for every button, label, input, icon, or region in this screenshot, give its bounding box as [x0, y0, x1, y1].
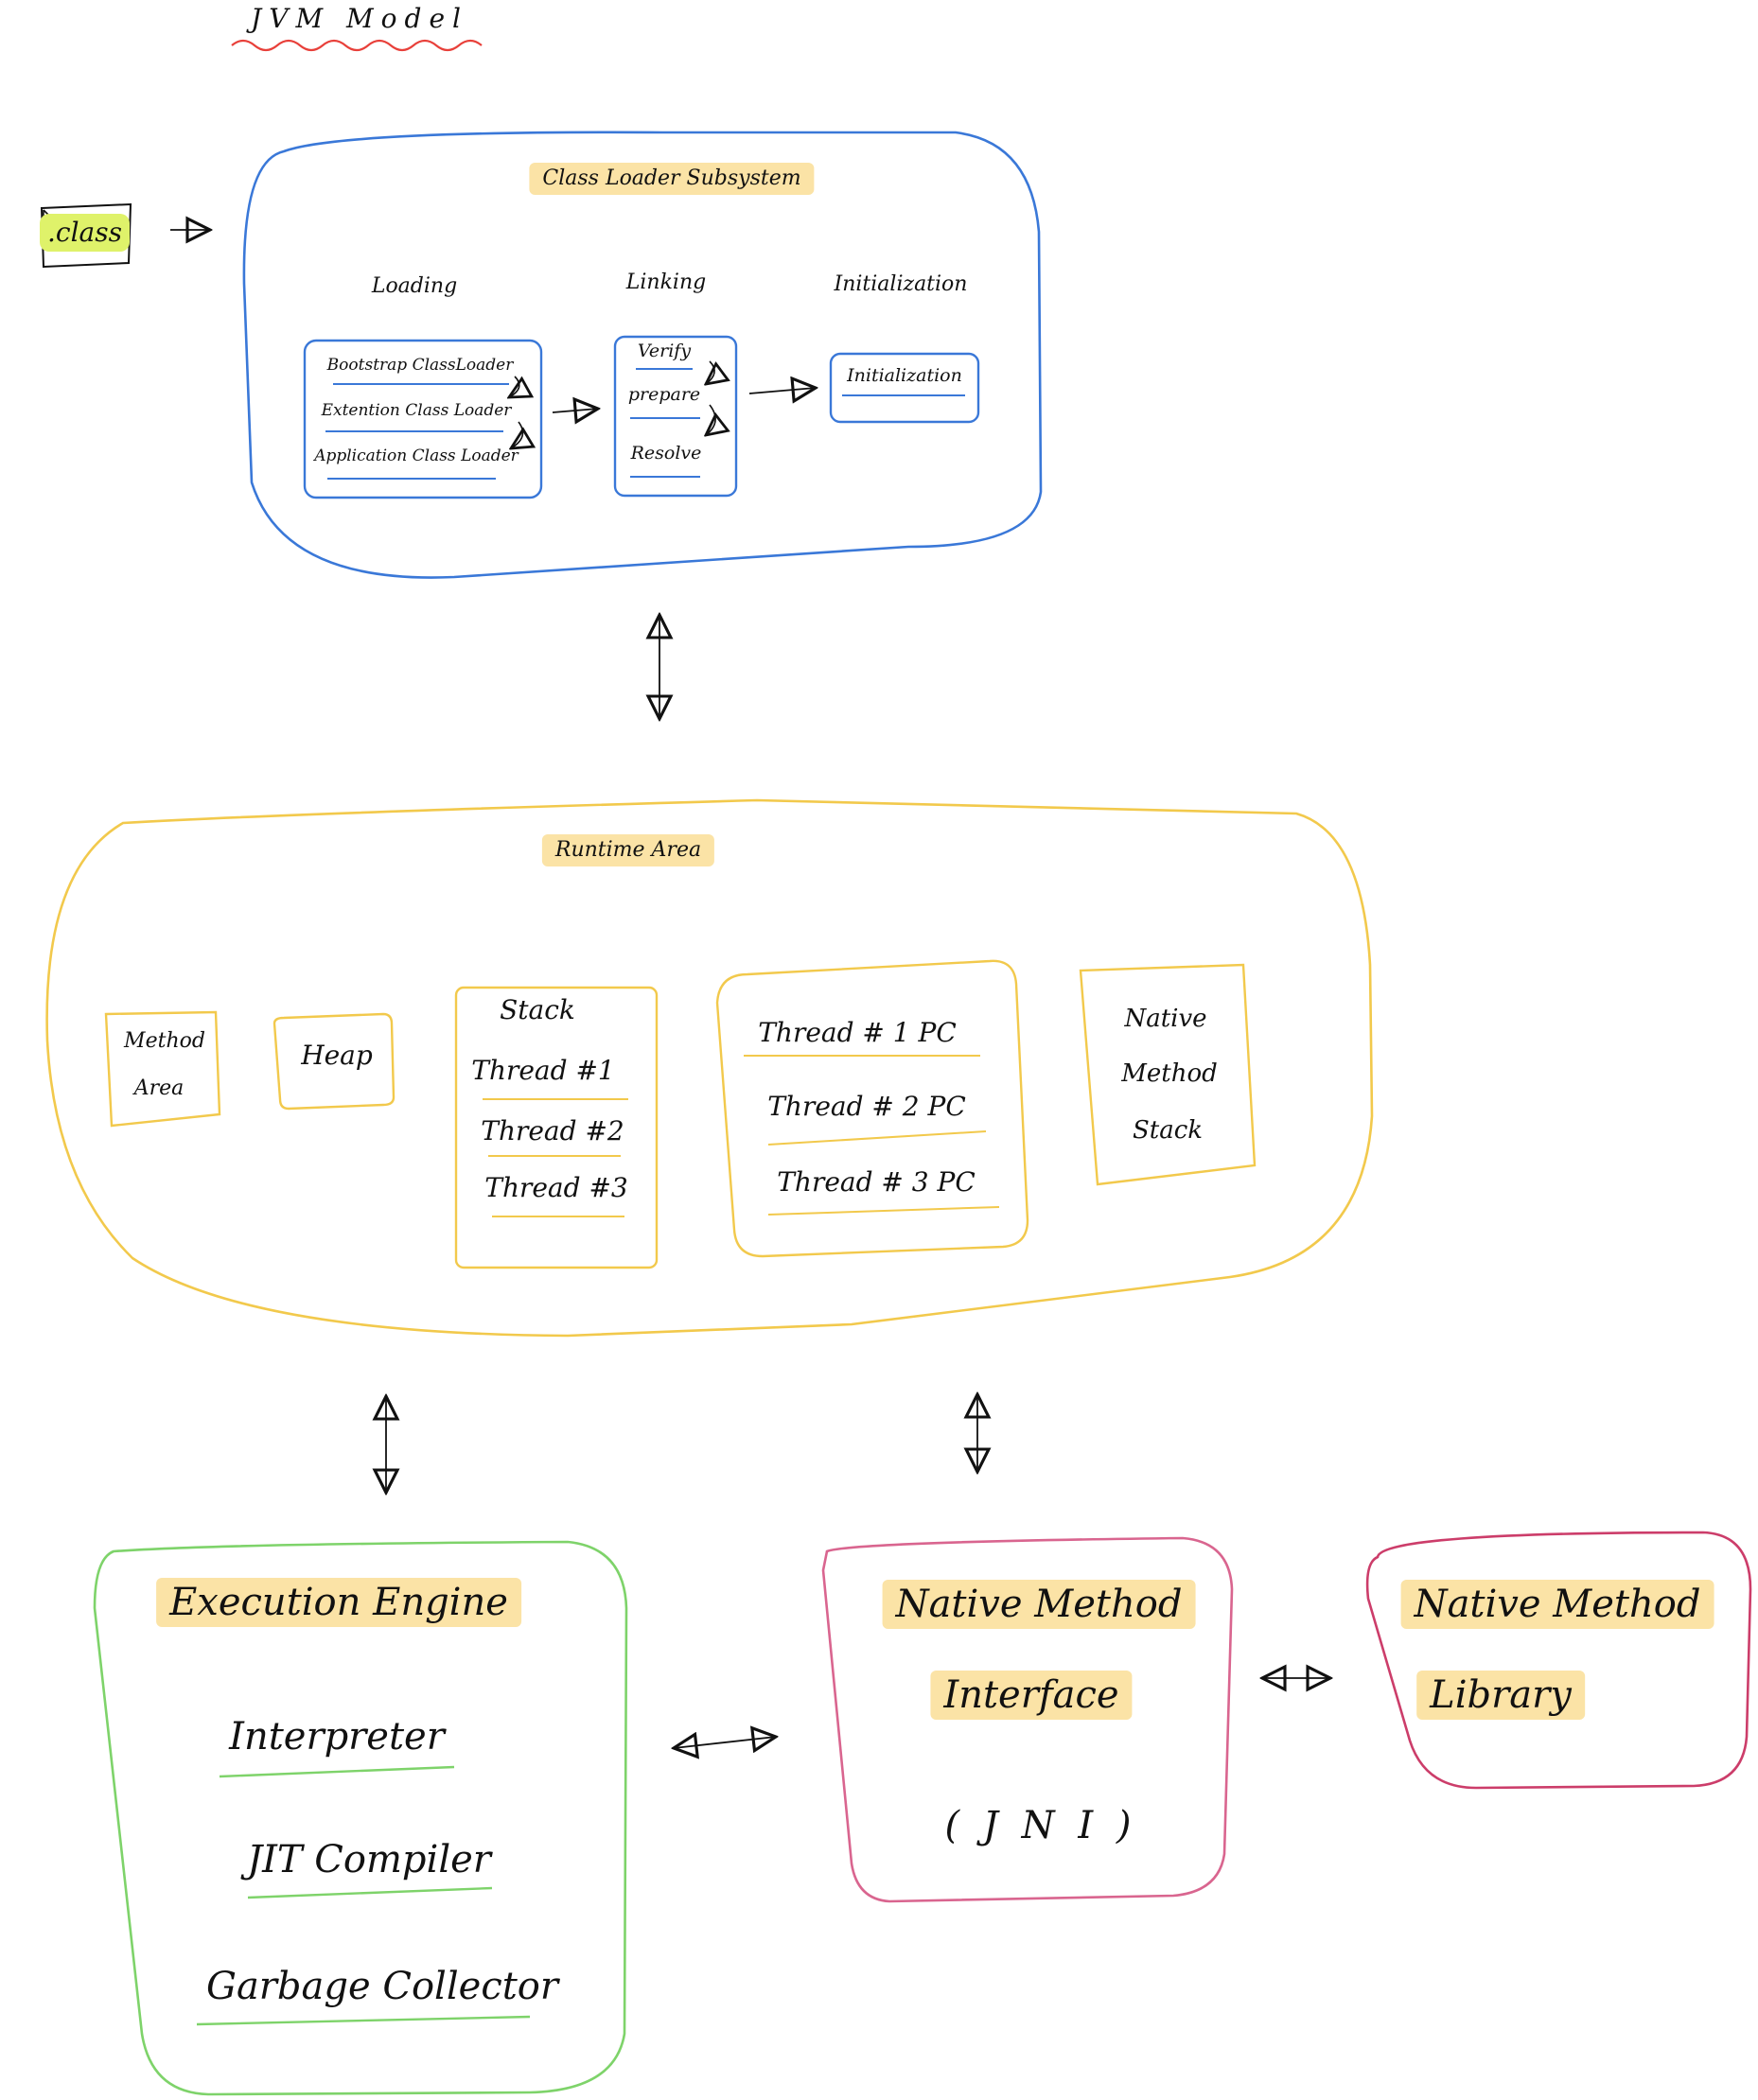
native-library-line2: Library	[1416, 1671, 1585, 1720]
native-interface-box	[821, 1536, 1234, 1903]
pc-box	[715, 959, 1029, 1258]
execution-item-interpreter: Interpreter	[229, 1715, 445, 1759]
stack-thread-1: Thread #1	[471, 1055, 615, 1086]
native-interface-jni: ( J N I )	[944, 1804, 1137, 1847]
native-library-line1: Native Method	[1400, 1580, 1714, 1629]
native-interface-line1: Native Method	[882, 1580, 1196, 1629]
initialization-box	[829, 352, 980, 424]
runtime-area-title: Runtime Area	[541, 834, 715, 866]
pc-thread-2: Thread # 2 PC	[767, 1091, 966, 1122]
native-stack-line3: Stack	[1132, 1116, 1204, 1145]
loader-item-extension: Extention Class Loader	[321, 401, 512, 420]
loading-box	[303, 339, 543, 499]
linking-item-prepare: prepare	[627, 384, 701, 405]
method-area-line1: Method	[124, 1029, 205, 1053]
runtime-area-box	[45, 798, 1374, 1338]
native-stack-line1: Native	[1124, 1005, 1207, 1033]
execution-item-gc: Garbage Collector	[206, 1965, 558, 2008]
linking-item-verify: Verify	[637, 341, 692, 361]
arrow-linking-to-init	[748, 388, 816, 394]
method-area-box	[104, 1010, 221, 1128]
init-item-initialization: Initialization	[847, 365, 962, 386]
loader-item-bootstrap: Bootstrap ClassLoader	[326, 356, 514, 375]
native-stack-box	[1079, 963, 1257, 1186]
native-stack-line2: Method	[1121, 1059, 1218, 1088]
title-underline	[231, 39, 483, 52]
linking-item-resolve: Resolve	[630, 443, 702, 464]
heap-label: Heap	[301, 1040, 373, 1071]
heap-box	[272, 1012, 396, 1111]
native-interface-line2: Interface	[930, 1671, 1133, 1720]
class-loader-box	[242, 131, 1043, 579]
pc-thread-1: Thread # 1 PC	[758, 1017, 957, 1048]
arrow-execution-native	[674, 1737, 776, 1748]
native-library-box	[1365, 1531, 1752, 1790]
method-area-line2: Area	[133, 1076, 185, 1100]
stack-thread-3: Thread #3	[484, 1172, 628, 1203]
class-loader-title: Class Loader Subsystem	[529, 163, 815, 195]
stack-box	[454, 986, 659, 1269]
phase-linking-label: Linking	[625, 271, 707, 294]
diagram-title: JVM Model	[251, 3, 468, 34]
class-file-label: .class	[40, 214, 130, 252]
phase-loading-label: Loading	[371, 274, 458, 298]
execution-item-jit: JIT Compiler	[247, 1838, 491, 1881]
execution-engine-title: Execution Engine	[156, 1578, 521, 1627]
stack-title: Stack	[500, 994, 575, 1025]
phase-initialization-label: Initialization	[834, 272, 968, 296]
pc-thread-3: Thread # 3 PC	[777, 1166, 976, 1198]
arrow-loading-to-linking	[552, 409, 598, 412]
execution-engine-box	[93, 1540, 628, 2096]
linking-box	[613, 335, 738, 498]
loader-item-application: Application Class Loader	[314, 446, 519, 465]
stack-thread-2: Thread #2	[481, 1115, 624, 1146]
